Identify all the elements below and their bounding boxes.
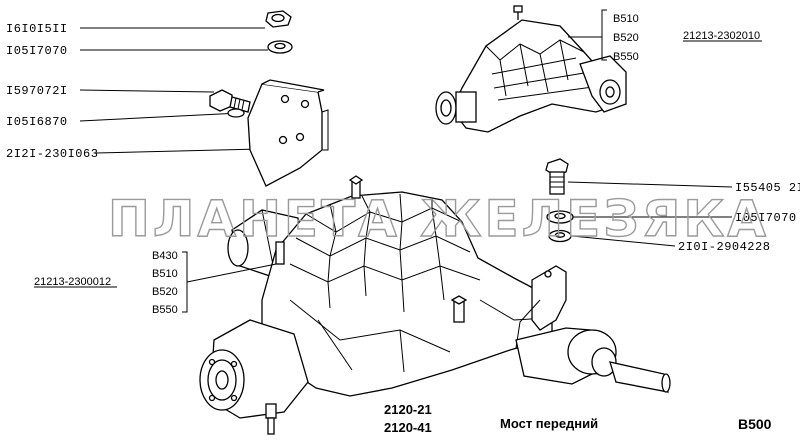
top-variants-bracket	[568, 9, 607, 61]
callout-nut-code: I6I0I5II	[6, 22, 68, 36]
main-variant-b430: B430	[152, 250, 178, 262]
top-variant-b520: B520	[613, 32, 639, 44]
main-variants-bracket	[182, 251, 277, 313]
leader-bracket	[95, 148, 259, 154]
mounting-bracket-part	[247, 79, 329, 187]
callout-right-bolt-code: I55405 2I	[735, 181, 800, 195]
footer-page-code: B500	[738, 416, 772, 432]
top-assembly-drawing	[435, 5, 627, 133]
callout-right-washer-code: I05I7070	[735, 211, 797, 225]
main-assembly-part-number: 21213-2300012	[34, 276, 111, 288]
main-variant-b520: B520	[152, 286, 178, 298]
callout-washer-code: I05I7070	[6, 44, 68, 58]
leader-right-bolt	[567, 181, 733, 188]
left-callouts: I6I0I5II I05I7070 I597072I I05I6870 2I2I…	[6, 22, 268, 161]
right-spring-washer-part	[548, 229, 572, 243]
callout-lockwasher-code: I05I6870	[6, 115, 68, 129]
callout-right-spring-washer-code: 2I0I-2904228	[678, 240, 770, 254]
washer-part	[267, 40, 293, 54]
top-variant-b510: B510	[613, 13, 639, 25]
right-bolt-part	[545, 158, 569, 195]
bolt-part	[209, 89, 251, 118]
footer-title: Мост передний	[500, 416, 598, 431]
main-variant-b510: B510	[152, 268, 178, 280]
top-assembly-part-number: 21213-2302010	[683, 30, 760, 42]
footer-model-1: 2120-21	[384, 402, 432, 417]
main-assembly-drawing	[199, 175, 671, 435]
footer-model-2: 2120-41	[384, 420, 432, 435]
right-washer-part	[546, 210, 574, 224]
watermark-text: ПЛАНЕТА ЖЕЛЕЗЯКА	[108, 190, 769, 248]
top-variant-b550: B550	[613, 51, 639, 63]
callout-bolt-code: I597072I	[6, 84, 68, 98]
right-callouts: I55405 2I I05I7070 2I0I-2904228	[567, 181, 800, 254]
leader-bolt	[79, 89, 215, 93]
leader-right-spring-washer	[571, 235, 676, 247]
leader-lockwasher	[79, 112, 241, 122]
main-variant-b550: B550	[152, 304, 178, 316]
callout-bracket-code: 2I2I-230I063	[6, 147, 98, 161]
nut-part	[265, 10, 292, 28]
